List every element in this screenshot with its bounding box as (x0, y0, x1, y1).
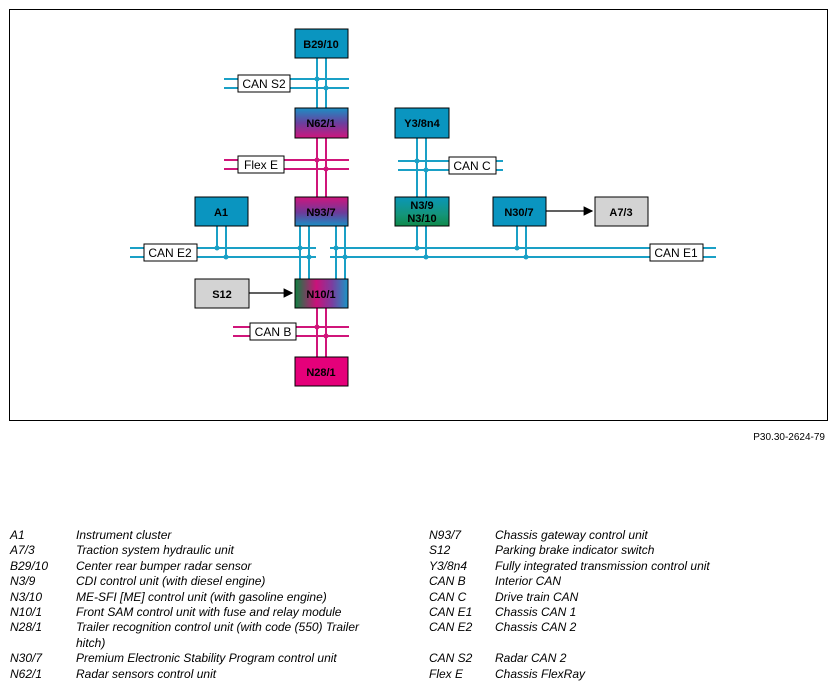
bus-label-flex-e: Flex E (237, 155, 285, 174)
legend-description: Chassis CAN 1 (495, 605, 577, 620)
svg-text:N30/7: N30/7 (504, 207, 533, 219)
legend-row: CAN B Interior CAN (429, 574, 829, 589)
svg-text:CAN C: CAN C (453, 159, 491, 173)
legend-code: Flex E (429, 666, 464, 681)
svg-text:N93/7: N93/7 (306, 207, 335, 219)
legend-description: Chassis gateway control unit (495, 528, 648, 542)
legend-code: N30/7 (10, 651, 43, 666)
legend-row: CAN E2 Chassis CAN 2 (429, 620, 829, 635)
legend-row: Flex E Chassis FlexRay (429, 667, 829, 682)
figure-reference: P30.30-2624-79 (753, 432, 825, 443)
node-s12: S12 (194, 278, 250, 309)
legend-row: N10/1 Front SAM control unit with fuse an… (10, 605, 390, 620)
node-n28-1: N28/1 (294, 356, 349, 387)
legend-description (495, 636, 829, 651)
legend-code: N3/9 (10, 574, 36, 589)
node-b29-10: B29/10 (294, 28, 349, 59)
svg-text:A1: A1 (214, 207, 228, 219)
legend-row (429, 636, 829, 651)
svg-text:N3/10: N3/10 (407, 213, 436, 225)
bus-label-can-e1: CAN E1 (649, 243, 704, 262)
legend-row: B29/10 Center rear bumper radar sensor (10, 559, 390, 574)
legend-row: CAN C Drive train CAN (429, 590, 829, 605)
node-n3: N3/9 N3/10 (394, 196, 450, 227)
legend-description: Drive train CAN (495, 589, 579, 604)
svg-text:S12: S12 (212, 289, 232, 301)
node-n30-7: N30/7 (492, 196, 547, 227)
node-y3-8n4: Y3/8n4 (394, 107, 450, 139)
legend-row: N62/1 Radar sensors control unit (10, 667, 390, 682)
legend-code: A1 (10, 528, 25, 542)
legend-description: Instrument cluster (76, 528, 172, 542)
svg-text:N62/1: N62/1 (306, 118, 335, 130)
svg-text:CAN B: CAN B (255, 325, 292, 339)
legend-row: N93/7 Chassis gateway control unit (429, 528, 829, 543)
svg-text:CAN S2: CAN S2 (242, 77, 286, 91)
legend-description: CDI control unit (with diesel engine) (76, 574, 266, 589)
legend-description: ME-SFI [ME] control unit (with gasoline … (76, 589, 327, 604)
legend-description: Front SAM control unit with fuse and rel… (76, 605, 342, 620)
legend-code: N62/1 (10, 666, 43, 681)
legend-description: Chassis CAN 2 (495, 620, 577, 635)
legend-code (429, 636, 495, 651)
svg-text:Y3/8n4: Y3/8n4 (404, 118, 440, 130)
svg-text:B29/10: B29/10 (303, 39, 338, 51)
legend-description: Chassis FlexRay (495, 666, 586, 681)
svg-text:CAN E1: CAN E1 (654, 246, 698, 260)
node-n10-1: N10/1 (294, 278, 349, 309)
legend-description: Fully integrated transmission control un… (495, 558, 710, 573)
svg-text:N3/9: N3/9 (410, 200, 433, 212)
legend-code: A7/3 (10, 543, 35, 558)
legend-description: Radar CAN 2 (495, 651, 567, 666)
legend-description: Interior CAN (495, 574, 562, 589)
network-diagram: CAN S2 Flex E CAN C CAN E2 CAN E1 CAN B … (9, 9, 828, 421)
legend-code: CAN E1 (429, 605, 473, 620)
legend-code: CAN B (429, 574, 466, 589)
legend-description: Center rear bumper radar sensor (76, 558, 252, 573)
bus-label-can-b: CAN B (249, 322, 297, 341)
node-n93-7: N93/7 (294, 196, 349, 227)
legend-description: Premium Electronic Stability Program con… (76, 651, 337, 666)
bus-label-can-c: CAN C (448, 156, 497, 175)
legend-row: A7/3 Traction system hydraulic unit (10, 543, 390, 558)
legend-code: N28/1 (10, 620, 43, 635)
svg-text:N10/1: N10/1 (306, 289, 335, 301)
legend-row: CAN E1 Chassis CAN 1 (429, 605, 829, 620)
legend-code: N3/10 (10, 589, 43, 604)
legend-description: Trailer recognition control unit (with c… (76, 620, 360, 650)
svg-text:Flex E: Flex E (244, 158, 278, 172)
legend-row: N28/1 Trailer recognition control unit (w… (10, 620, 390, 651)
legend-description: Radar sensors control unit (76, 666, 217, 681)
legend-row: CAN S2 Radar CAN 2 (429, 651, 829, 666)
legend-description: Traction system hydraulic unit (76, 543, 234, 558)
legend-row: N3/9 CDI control unit (with diesel engine… (10, 574, 390, 589)
legend-code: N10/1 (10, 605, 43, 620)
legend-row: N3/10 ME-SFI [ME] control unit (with gaso… (10, 590, 390, 605)
node-a1: A1 (194, 196, 249, 227)
legend-row: Y3/8n4 Fully integrated transmission cont… (429, 559, 829, 574)
bus-label-can-e2: CAN E2 (143, 243, 198, 262)
legend-row: S12 Parking brake indicator switch (429, 543, 829, 558)
legend-code: S12 (429, 543, 451, 558)
node-n62-1: N62/1 (294, 107, 349, 139)
legend-code: N93/7 (429, 528, 462, 542)
bus-label-can-s2: CAN S2 (237, 74, 291, 93)
svg-text:N28/1: N28/1 (306, 367, 335, 379)
legend-row: A1 Instrument cluster (10, 528, 390, 543)
legend-code: CAN E2 (429, 620, 473, 635)
legend-code: Y3/8n4 (429, 558, 468, 573)
legend-row: N30/7 Premium Electronic Stability Progra… (10, 651, 390, 666)
svg-text:CAN E2: CAN E2 (148, 246, 192, 260)
legend-code: B29/10 (10, 558, 49, 573)
legend-code: CAN C (429, 589, 467, 604)
legend-description: Parking brake indicator switch (495, 543, 655, 558)
node-a7-3: A7/3 (594, 196, 649, 227)
legend-code: CAN S2 (429, 651, 473, 666)
svg-text:A7/3: A7/3 (609, 207, 632, 219)
